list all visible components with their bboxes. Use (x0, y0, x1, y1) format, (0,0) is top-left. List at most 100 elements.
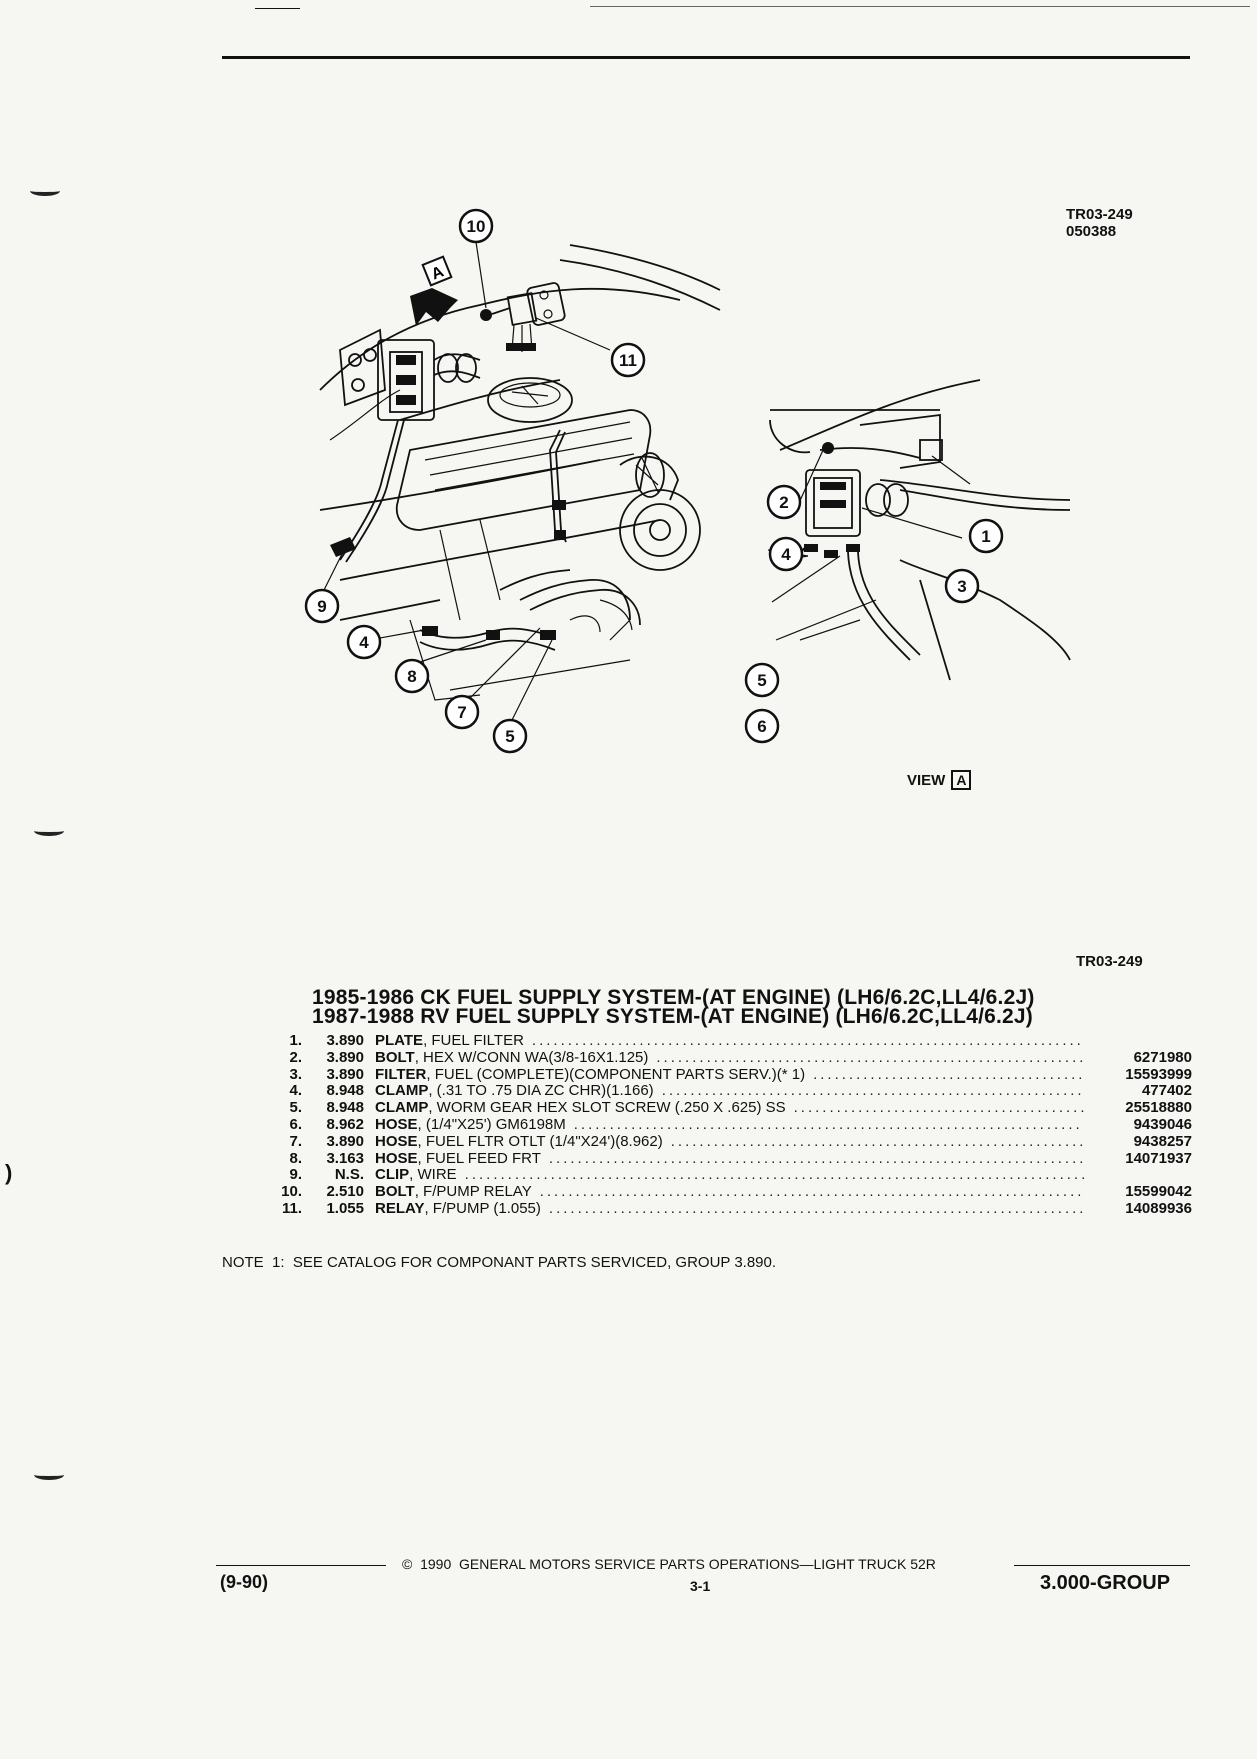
callout-9: 9 (304, 588, 340, 624)
parts-row: 11. 1.055 RELAY, F/PUMP (1.055)...........… (262, 1201, 1192, 1218)
parts-row: 9.N.S.CLIP, WIRE........................… (262, 1167, 1192, 1184)
leader-dots: ........................................… (573, 1116, 1084, 1133)
svg-text:5: 5 (505, 727, 514, 746)
figure-date-code: 050388 (1066, 223, 1117, 240)
callout-4-main: 4 (346, 624, 382, 660)
part-index: 5. (289, 1100, 302, 1117)
part-number: 14089936 (1125, 1200, 1192, 1217)
part-description: CLAMP, WORM GEAR HEX SLOT SCREW (.250 X … (375, 1100, 1092, 1117)
part-group: 8.948 (326, 1083, 364, 1100)
part-index: 1. (289, 1033, 302, 1049)
footer-rule-left (216, 1565, 386, 1566)
part-description: CLAMP, (.31 TO .75 DIA ZC CHR)(1.166)...… (375, 1083, 1092, 1100)
part-name: CLAMP (375, 1100, 429, 1117)
part-group: 3.890 (326, 1133, 364, 1150)
view-label-text: VIEW (907, 771, 946, 789)
part-description: BOLT, HEX W/CONN WA(3/8-16X1.125).......… (375, 1050, 1092, 1067)
figure-code-top: TR03-249 050388 (1066, 206, 1133, 240)
part-group: 1.055 (326, 1200, 364, 1217)
parts-row: 7. 3.890 HOSE, FUEL FLTR OTLT (1/4"X24')(8… (262, 1134, 1192, 1151)
part-index: 9. (289, 1167, 302, 1184)
callouts-view-a: 2 1 4 3 5 6 (744, 484, 1004, 744)
part-detail: , FUEL FILTER (423, 1033, 524, 1049)
note: NOTE 1: SEE CATALOG FOR COMPONANT PARTS … (222, 1254, 777, 1271)
part-index: 8. (289, 1150, 302, 1167)
footer-page: 3-1 (690, 1578, 711, 1594)
callout-6: 6 (744, 708, 780, 744)
svg-text:4: 4 (781, 545, 791, 564)
leader-dots: ........................................… (539, 1184, 1084, 1201)
title-line-1: 1985-1986 CK FUEL SUPPLY SYSTEM-(AT ENGI… (312, 986, 1035, 1009)
engine-view (319, 244, 721, 701)
page-title: 1985-1986 CK FUEL SUPPLY SYSTEM-(AT ENGI… (312, 986, 1035, 1028)
footer-rule-right (1014, 1565, 1190, 1566)
binder-mark-1 (30, 186, 60, 196)
leader-lines (323, 241, 971, 721)
part-detail: , HEX W/CONN WA(3/8-16X1.125) (414, 1049, 649, 1066)
callout-5-view: 5 (744, 662, 780, 698)
top-scan-line-left (255, 8, 300, 9)
part-group: 2.510 (326, 1184, 364, 1201)
part-number: 25518880 (1125, 1100, 1192, 1117)
svg-text:6: 6 (757, 717, 766, 736)
binder-mark-3 (34, 1470, 64, 1480)
part-description: CLIP, WIRE..............................… (375, 1167, 1092, 1184)
svg-text:10: 10 (467, 217, 486, 236)
part-description: BOLT, F/PUMP RELAY......................… (375, 1184, 1092, 1201)
header-rule (222, 56, 1190, 59)
svg-text:11: 11 (619, 351, 637, 370)
callout-7: 7 (444, 694, 480, 730)
part-index: 10. (281, 1184, 302, 1201)
figure-code-bottom: TR03-249 (1076, 953, 1143, 970)
part-name: RELAY (375, 1200, 425, 1217)
part-group: 8.962 (326, 1116, 364, 1133)
callouts-main: 10 11 9 4 8 7 5 (304, 208, 646, 754)
parts-row: 10. 2.510 BOLT, F/PUMP RELAY..............… (262, 1184, 1192, 1201)
part-detail: , WIRE (409, 1167, 457, 1184)
svg-text:5: 5 (757, 671, 766, 690)
part-index: 7. (289, 1133, 302, 1150)
part-name: HOSE (375, 1133, 418, 1150)
top-scan-line-right (590, 6, 1250, 7)
part-name: HOSE (375, 1150, 418, 1167)
part-number: 477402 (1141, 1083, 1192, 1100)
svg-text:3: 3 (957, 577, 966, 596)
footer-group: 3.000-GROUP (1040, 1572, 1171, 1594)
part-index: 11. (281, 1200, 302, 1217)
part-detail: , F/PUMP RELAY (414, 1184, 532, 1201)
leader-dots: ........................................… (531, 1033, 1084, 1049)
part-detail: , (.31 TO .75 DIA ZC CHR)(1.166) (428, 1083, 654, 1100)
part-index: 4. (289, 1083, 302, 1100)
part-name: CLAMP (375, 1083, 429, 1100)
callout-5-main: 5 (492, 718, 528, 754)
leader-dots: ........................................… (793, 1100, 1084, 1117)
part-group: 3.890 (326, 1049, 364, 1066)
part-description: HOSE, FUEL FLTR OTLT (1/4"X24')(8.962)..… (375, 1134, 1092, 1151)
callout-10: 10 (458, 208, 494, 244)
footer-copyright: © 1990 GENERAL MOTORS SERVICE PARTS OPER… (402, 1556, 936, 1572)
svg-text:1: 1 (981, 527, 990, 546)
callout-3: 3 (944, 568, 980, 604)
leader-dots: ........................................… (670, 1133, 1084, 1150)
fuel-system-illustration: A 10 11 9 4 8 7 5 2 1 4 3 5 6 (304, 208, 1071, 754)
callout-4-view: 4 (768, 536, 804, 572)
callout-2: 2 (766, 484, 802, 520)
leader-dots: ........................................… (464, 1167, 1084, 1184)
leader-dots: ........................................… (661, 1083, 1084, 1100)
part-group: 8.948 (326, 1100, 364, 1117)
part-group: 3.890 (326, 1066, 364, 1083)
svg-text:8: 8 (407, 667, 416, 686)
leader-dots: ........................................… (548, 1200, 1084, 1217)
figure-code: TR03-249 (1066, 206, 1133, 223)
title-line-2: 1987-1988 RV FUEL SUPPLY SYSTEM-(AT ENGI… (312, 1005, 1033, 1028)
part-description: RELAY, F/PUMP (1.055)...................… (375, 1201, 1092, 1218)
svg-text:4: 4 (359, 633, 369, 652)
parts-row: 4. 8.948 CLAMP, (.31 TO .75 DIA ZC CHR)(1.… (262, 1083, 1192, 1100)
view-a-direction-arrow: A (410, 255, 458, 326)
leader-dots: ........................................… (548, 1150, 1084, 1167)
